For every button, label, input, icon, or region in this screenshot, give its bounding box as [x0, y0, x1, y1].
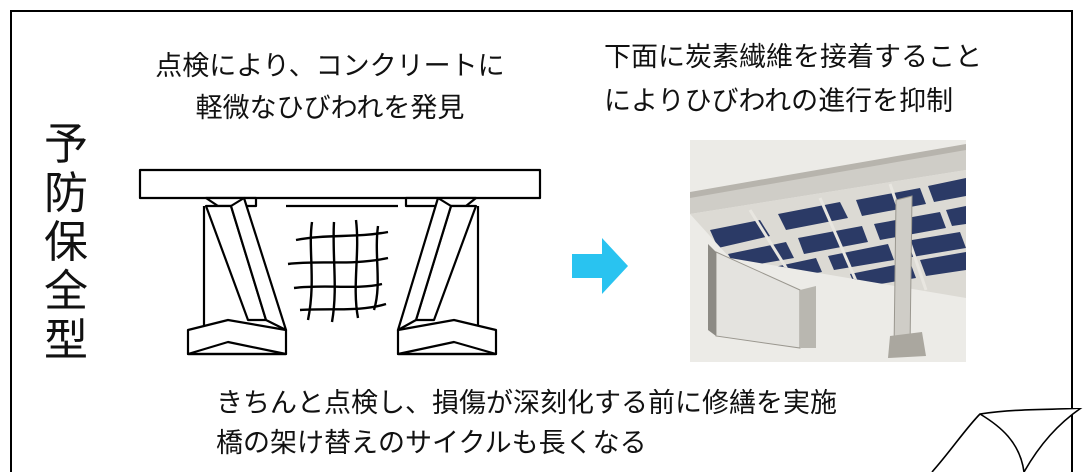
side-label-char: 型	[44, 315, 88, 366]
repair-caption: 下面に炭素繊維を接着すること によりひびわれの進行を抑制	[604, 36, 1044, 124]
girder-crack-illustration	[138, 168, 542, 356]
page-curl-decoration	[931, 408, 1083, 472]
summary-caption: きちんと点検し、損傷が深刻化する前に修繕を実施 橋の架け替えのサイクルも長くなる	[216, 384, 936, 464]
carbon-fiber-repair-photo	[690, 140, 966, 362]
repair-caption-line-2: によりひびわれの進行を抑制	[604, 86, 954, 117]
summary-caption-line-1: きちんと点検し、損傷が深刻化する前に修繕を実施	[216, 388, 837, 419]
right-arrow-icon	[572, 238, 628, 294]
side-label-preventive-maintenance: 予 防 保 全 型	[38, 120, 94, 365]
summary-caption-line-2: 橋の架け替えのサイクルも長くなる	[216, 428, 647, 459]
side-label-char: 全	[44, 266, 88, 317]
repair-caption-line-1: 下面に炭素繊維を接着すること	[604, 42, 982, 73]
inspection-caption-line-1: 点検により、コンクリートに	[155, 51, 505, 82]
inspection-caption-line-2: 軽微なひびわれを発見	[195, 93, 465, 124]
side-label-char: 防	[44, 168, 88, 219]
diagram-frame	[10, 10, 1073, 472]
inspection-caption: 点検により、コンクリートに 軽微なひびわれを発見	[130, 46, 530, 130]
side-label-char: 保	[44, 217, 88, 268]
side-label-char: 予	[44, 119, 88, 170]
